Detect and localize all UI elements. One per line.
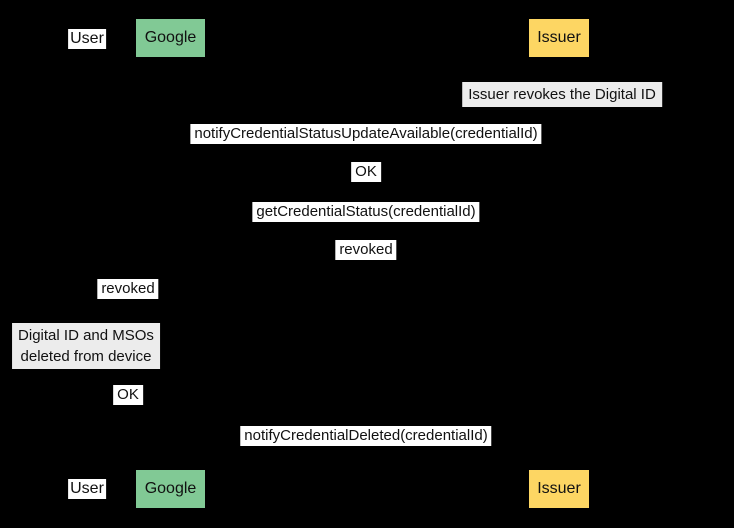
actor-issuer-bottom: Issuer bbox=[528, 469, 590, 509]
message-get-credential-status: getCredentialStatus(credentialId) bbox=[252, 202, 480, 222]
note-issuer-revokes: Issuer revokes the Digital ID bbox=[462, 82, 662, 107]
note-digital-id-deleted-line1: Digital ID and MSOs bbox=[18, 327, 154, 344]
actor-user-bottom: User bbox=[68, 479, 106, 499]
actor-google-top: Google bbox=[135, 18, 206, 58]
note-digital-id-deleted: Digital ID and MSOs deleted from device bbox=[12, 323, 160, 369]
message-revoked-to-user: revoked bbox=[97, 279, 159, 299]
actor-user-top: User bbox=[68, 29, 106, 49]
message-notify-credential-status-update: notifyCredentialStatusUpdateAvailable(cr… bbox=[190, 124, 542, 144]
message-revoked-from-issuer: revoked bbox=[335, 240, 397, 260]
actor-google-bottom: Google bbox=[135, 469, 206, 509]
message-ok-from-user: OK bbox=[113, 385, 143, 405]
message-ok-to-issuer: OK bbox=[351, 162, 381, 182]
note-digital-id-deleted-line2: deleted from device bbox=[20, 348, 152, 365]
actor-issuer-top: Issuer bbox=[528, 18, 590, 58]
message-notify-credential-deleted: notifyCredentialDeleted(credentialId) bbox=[240, 426, 492, 446]
